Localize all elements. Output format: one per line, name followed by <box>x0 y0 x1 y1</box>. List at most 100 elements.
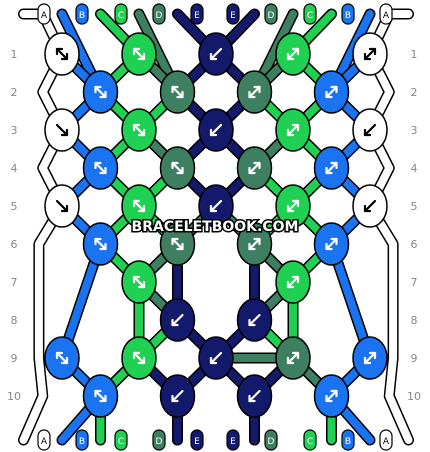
knot-arrow-tail <box>94 161 102 170</box>
knot-r6-c5 <box>236 222 273 266</box>
knot-arrow-head <box>176 242 184 251</box>
knot-arrow-tail <box>132 199 141 208</box>
string-letter: D <box>156 11 163 21</box>
knot-r6-c7 <box>313 222 350 266</box>
knot-arrow-head <box>137 356 146 365</box>
knot-arrow-line <box>209 199 223 213</box>
top-string-cap-E: E <box>190 3 204 25</box>
knot-arrow-line <box>55 199 69 213</box>
knot-arrow-head <box>60 356 69 365</box>
knot-arrow-head <box>248 394 256 403</box>
knot-r9-c2 <box>121 336 157 380</box>
bottom-string-cap-C: C <box>303 429 317 451</box>
bottom-string-cap-E: E <box>190 429 204 451</box>
knot-r3-c0 <box>44 108 80 152</box>
knot-arrow-line <box>248 237 261 251</box>
string-letter: B <box>79 437 85 447</box>
knot-arrow-head <box>171 318 179 327</box>
row-label-left-8: 8 <box>11 314 18 327</box>
knot-arrow-line <box>286 351 300 365</box>
knot-arrow-head <box>248 90 256 99</box>
string-letter: E <box>194 437 200 447</box>
knot-r5-c2 <box>121 184 157 228</box>
knot-arrow-line <box>132 47 146 61</box>
knot-arrow-head <box>99 166 107 175</box>
top-string-cap-C: C <box>114 3 128 25</box>
knot-r5-c0 <box>44 184 80 228</box>
knot-arrow-line <box>363 123 377 137</box>
knot-arrow-line <box>325 237 338 251</box>
knot-arrow-line <box>286 47 300 61</box>
knot-arrow-head <box>209 128 218 137</box>
string-letter: D <box>156 437 163 447</box>
knot-arrow-head <box>363 52 372 61</box>
knot-r3-c8 <box>352 108 388 152</box>
row-label-right-5: 5 <box>411 200 418 213</box>
knot-arrow-head <box>99 242 107 251</box>
knot-r5-c8 <box>352 184 388 228</box>
knot-arrow-head <box>363 128 372 137</box>
knot-arrow-line <box>248 161 261 175</box>
string-letter: C <box>307 11 313 21</box>
bottom-string-cap-A: A <box>37 429 51 451</box>
knot-arrow-tail <box>330 389 338 398</box>
knot-arrow-tail <box>368 47 377 56</box>
knot-r1-c2 <box>121 32 157 76</box>
row-label-left-3: 3 <box>11 124 18 137</box>
knot-arrow-head <box>248 242 256 251</box>
knot-arrow-line <box>325 161 338 175</box>
knot-arrow-line <box>248 313 261 327</box>
knot-arrow-tail <box>55 47 64 56</box>
row-label-left-6: 6 <box>11 238 18 251</box>
row-label-right-10: 10 <box>407 390 421 403</box>
knot-arrow-head <box>176 90 184 99</box>
knot-r6-c3 <box>159 222 196 266</box>
string-letter: B <box>79 11 85 21</box>
bottom-string-cap-D: D <box>264 429 278 451</box>
knot-arrow-head <box>209 356 218 365</box>
string-letter: A <box>41 437 48 447</box>
knot-r4-c1 <box>82 146 119 190</box>
string-letter: A <box>383 11 390 21</box>
knot-arrow-tail <box>171 85 179 94</box>
knot-arrow-tail <box>330 237 338 246</box>
knot-arrow-line <box>325 389 338 403</box>
row-label-right-7: 7 <box>411 276 418 289</box>
knot-arrow-head <box>171 394 179 403</box>
knot-arrow-line <box>94 389 107 403</box>
top-string-cap-B: B <box>341 3 355 25</box>
row-label-left-9: 9 <box>11 352 18 365</box>
knot-r5-c4 <box>198 184 234 228</box>
knot-arrow-line <box>286 199 300 213</box>
row-label-left-10: 10 <box>7 390 21 403</box>
knot-arrow-tail <box>132 275 141 284</box>
knot-arrow-line <box>209 351 223 365</box>
knot-r4-c3 <box>159 146 196 190</box>
knot-r8-c5 <box>236 298 273 342</box>
string-letter: D <box>268 11 275 21</box>
knot-arrow-head <box>363 204 372 213</box>
top-string-cap-A: A <box>379 3 393 25</box>
knot-arrow-head <box>176 166 184 175</box>
knot-arrow-head <box>99 90 107 99</box>
knot-arrow-tail <box>291 199 300 208</box>
knot-arrow-tail <box>55 351 64 360</box>
knot-arrow-line <box>325 85 338 99</box>
top-string-cap-D: D <box>152 3 166 25</box>
knot-r4-c7 <box>313 146 350 190</box>
knot-arrow-line <box>132 275 146 289</box>
bottom-string-cap-D: D <box>152 429 166 451</box>
knot-arrow-head <box>286 52 295 61</box>
knot-r1-c0 <box>44 32 80 76</box>
knot-arrow-head <box>286 128 295 137</box>
string-letter: C <box>118 437 124 447</box>
knot-arrow-line <box>286 275 300 289</box>
string-letter: C <box>118 11 124 21</box>
row-label-left-1: 1 <box>11 48 18 61</box>
row-label-left-7: 7 <box>11 276 18 289</box>
top-string-cap-C: C <box>303 3 317 25</box>
knot-arrow-line <box>132 123 146 137</box>
knot-arrow-line <box>94 85 107 99</box>
